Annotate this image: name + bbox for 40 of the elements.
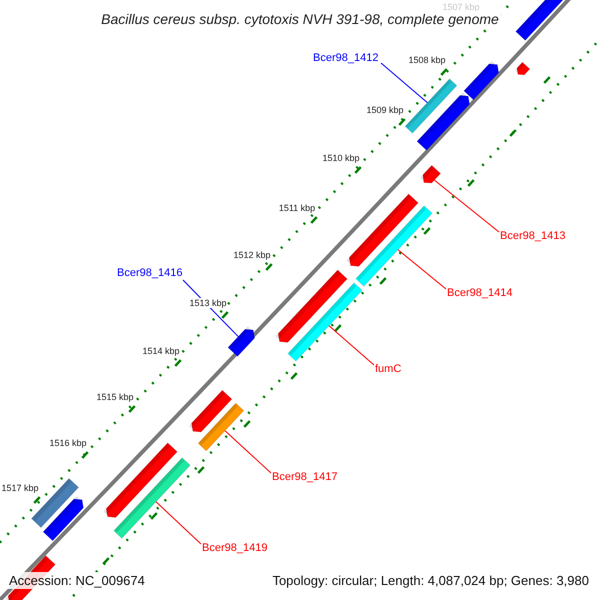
leader-line <box>434 180 500 232</box>
gene-feature <box>42 496 84 542</box>
scale-label: 1517 kbp <box>1 483 39 493</box>
gene-feature <box>276 270 348 343</box>
scale-label: 1508 kbp <box>408 55 446 65</box>
gene-feature <box>103 442 178 518</box>
gene-feature <box>228 326 255 357</box>
scale-label: 1512 kbp <box>233 250 271 260</box>
scale-label: 1513 kbp <box>189 298 227 308</box>
gene-label: Bcer98_1412 <box>313 52 378 65</box>
gene-feature <box>514 62 530 76</box>
leader-line <box>328 325 374 366</box>
scale-label: 1514 kbp <box>142 346 180 356</box>
gene-label: Bcer98_1413 <box>500 230 566 243</box>
gene-feature <box>346 194 419 267</box>
scale-label: 1515 kbp <box>96 392 134 402</box>
gene-label: fumC <box>375 363 402 376</box>
leader-line <box>156 501 202 544</box>
gene-feature <box>515 0 564 41</box>
gene-label: Bcer98_1417 <box>272 471 338 484</box>
gene-feature <box>420 164 441 184</box>
scale-label: 1509 kbp <box>366 105 404 115</box>
gene-feature <box>113 457 191 539</box>
gene-feature <box>463 60 499 100</box>
gene-feature <box>287 282 363 362</box>
title: Bacillus cereus subsp. cytotoxis NVH 391-98, complete genome <box>99 11 501 27</box>
gene-label: Bcer98_1414 <box>447 287 512 300</box>
leader-line <box>380 62 428 104</box>
gene-feature <box>198 402 244 452</box>
leader-line <box>398 249 446 290</box>
gene-feature <box>188 390 232 432</box>
gene-feature <box>416 92 470 151</box>
leader-line <box>224 430 272 474</box>
scale-label: 1511 kbp <box>278 203 316 213</box>
gene-label: Bcer98_1419 <box>202 542 268 555</box>
scale-label: 1510 kbp <box>322 153 360 163</box>
gene-feature <box>355 205 433 287</box>
gene-label: Bcer98_1416 <box>117 267 182 280</box>
gene-feature <box>404 78 458 134</box>
scale-label: 1516 kbp <box>49 438 87 448</box>
